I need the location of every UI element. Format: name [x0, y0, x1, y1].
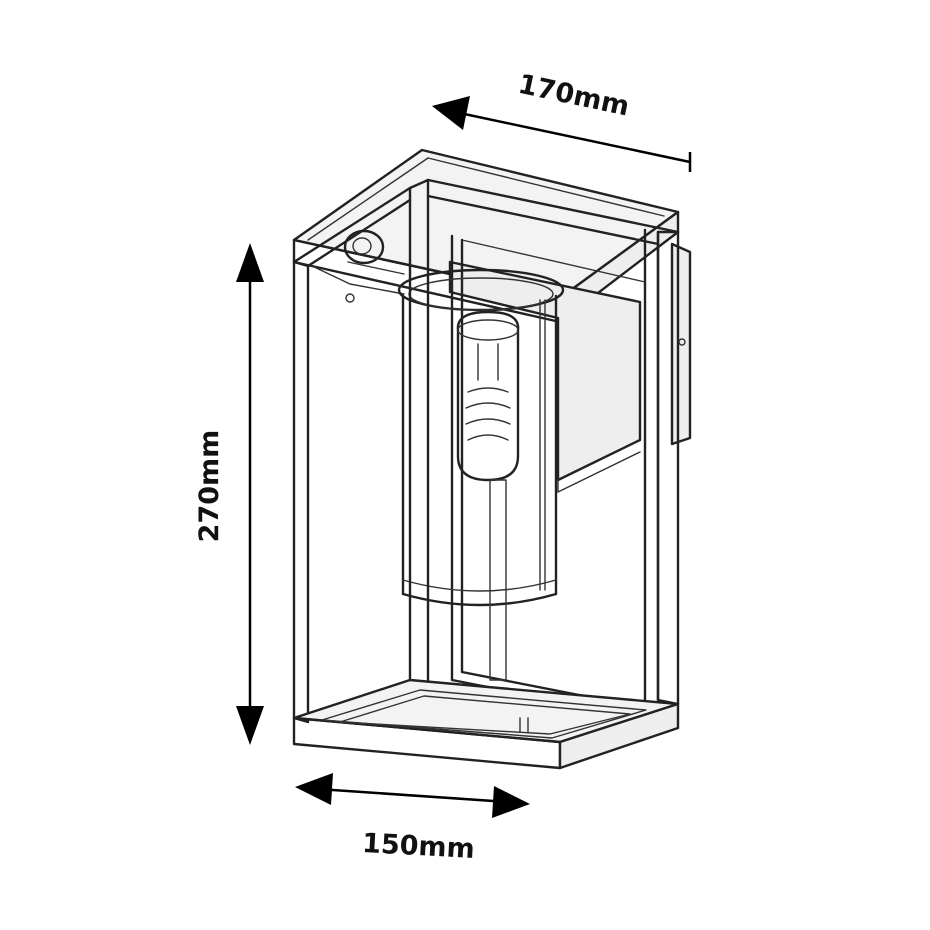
height-label: 270mm [194, 430, 225, 543]
bulb-icon [456, 310, 520, 681]
width-label: 150mm [361, 828, 475, 865]
height-dimension: 270mm [194, 243, 264, 745]
width-dimension: 150mm [295, 773, 530, 865]
lamp-illustration [292, 148, 692, 770]
depth-dimension: 170mm [432, 69, 692, 172]
depth-label: 170mm [515, 69, 632, 123]
wall-plate [670, 242, 692, 446]
width-arrow-line [317, 787, 509, 804]
width-arrow-head-right [492, 786, 530, 818]
depth-arrow-line [454, 110, 691, 164]
glass-cylinder [397, 268, 565, 607]
height-arrow-head-top [236, 243, 264, 282]
height-arrow-head-bottom [236, 706, 264, 745]
inner-block [448, 260, 642, 493]
base-frame [292, 678, 680, 770]
depth-arrow-head [432, 96, 470, 130]
width-arrow-head-left [295, 773, 333, 805]
